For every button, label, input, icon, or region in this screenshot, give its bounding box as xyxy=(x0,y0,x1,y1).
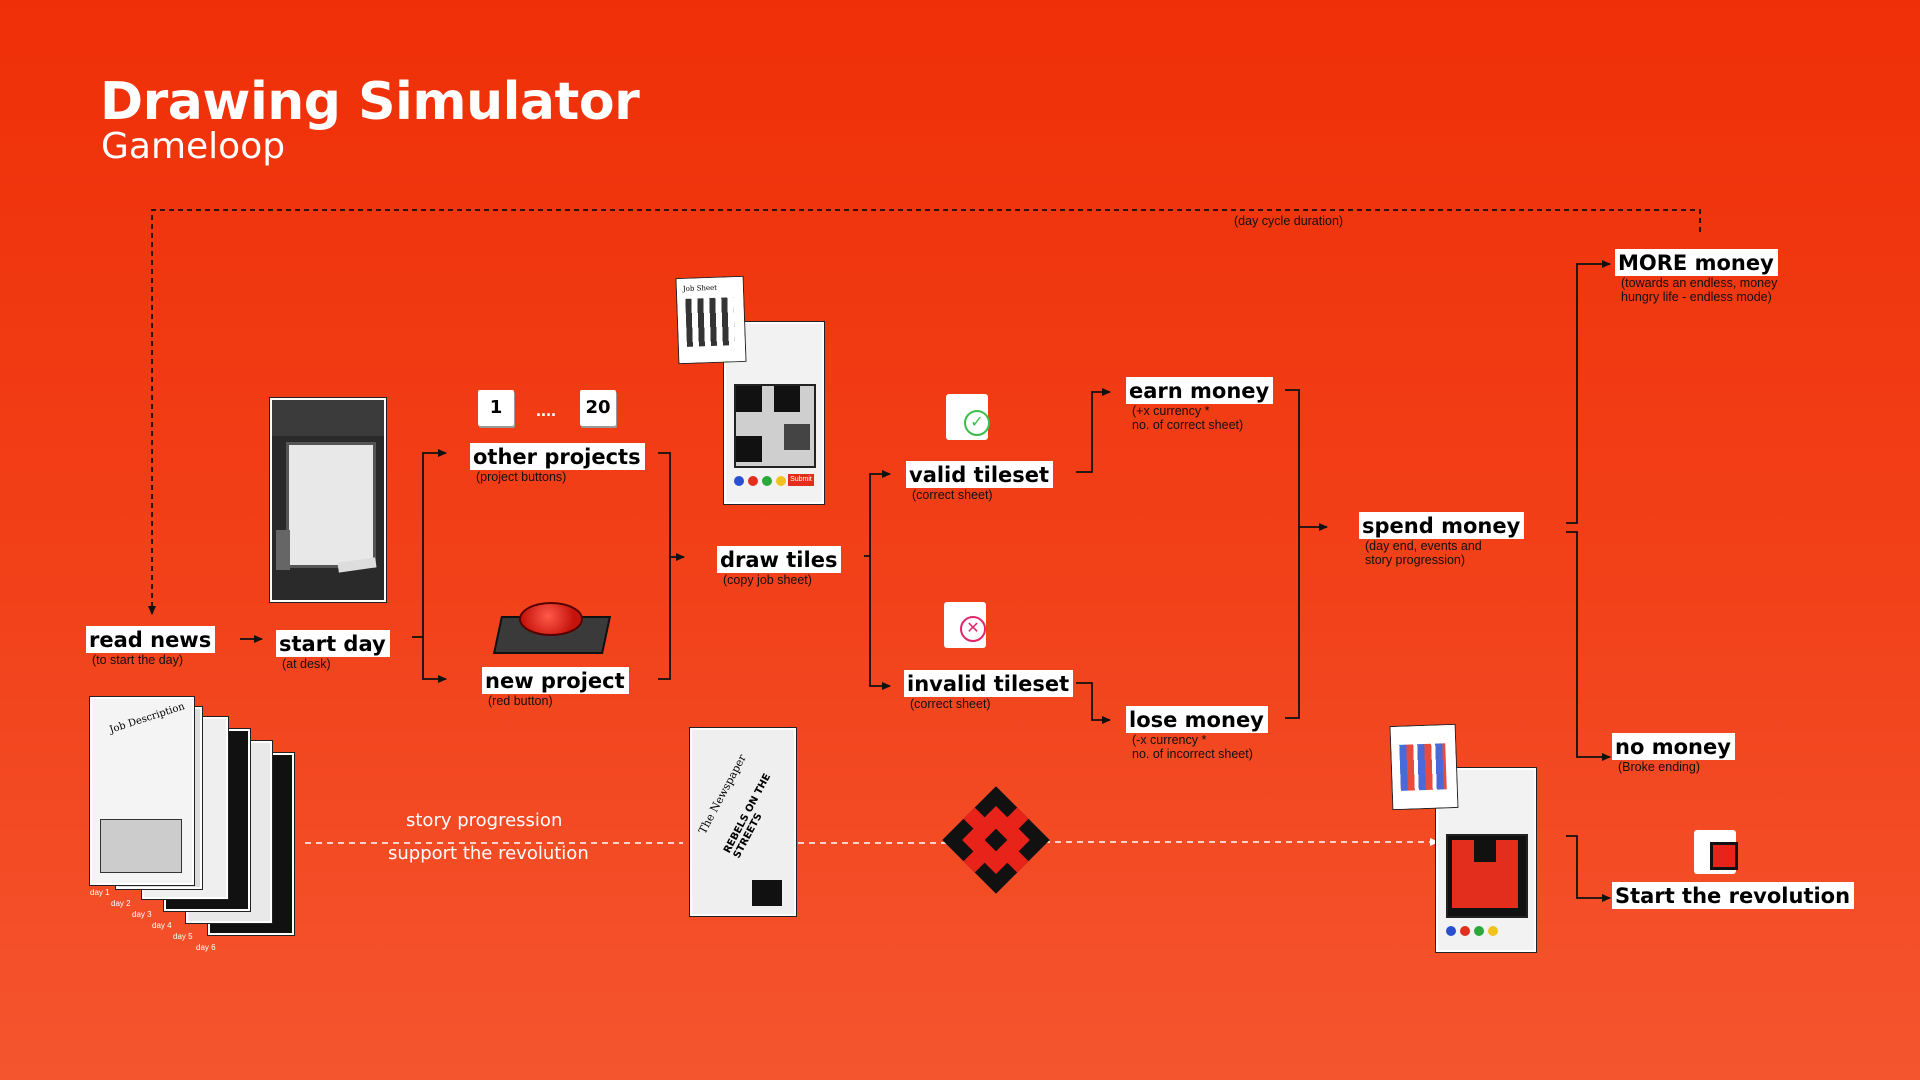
read-news-sub: (to start the day) xyxy=(92,653,184,667)
day-label-2: day 2 xyxy=(111,899,131,908)
more-money-sub: (towards an endless, money hungry life -… xyxy=(1621,276,1778,304)
day-cycle-label: (day cycle duration) xyxy=(1234,214,1344,228)
support-revolution-label: support the revolution xyxy=(388,843,589,864)
other-projects-sub: (project buttons) xyxy=(476,470,567,484)
node-more-money: MORE money (towards an endless, money hu… xyxy=(1615,249,1778,304)
node-draw-tiles: draw tiles (copy job sheet) xyxy=(717,546,842,587)
job-description-title: Job Description xyxy=(108,701,187,736)
invalid-cross-icon: ✕ xyxy=(944,602,986,648)
other-projects-label: other projects xyxy=(470,443,645,470)
earn-money-sub: (+x currency * no. of correct sheet) xyxy=(1132,404,1244,432)
job-sheet-title: Job Sheet xyxy=(682,283,718,293)
more-money-label: MORE money xyxy=(1615,249,1778,276)
revolution-note-icon xyxy=(1694,830,1738,874)
job-sheet-image: Job Sheet xyxy=(676,276,746,364)
red-button-image xyxy=(492,598,612,654)
draw-tiles-label: draw tiles xyxy=(717,546,842,573)
node-read-news: read news (to start the day) xyxy=(86,626,216,667)
node-lose-money: lose money (-x currency * no. of incorre… xyxy=(1126,706,1268,761)
story-progression-label: story progression xyxy=(406,810,563,831)
earn-money-label: earn money xyxy=(1126,377,1274,404)
node-earn-money: earn money (+x currency * no. of correct… xyxy=(1126,377,1274,432)
start-revolution-label: Start the revolution xyxy=(1612,882,1855,909)
page-subtitle: Gameloop xyxy=(101,126,286,167)
project-dots: .... xyxy=(536,400,557,420)
job-description-paper: Job Description xyxy=(90,697,194,885)
no-money-sub: (Broke ending) xyxy=(1618,760,1700,774)
valid-tileset-sub: (correct sheet) xyxy=(912,488,993,502)
spend-money-label: spend money xyxy=(1359,512,1525,539)
invalid-tileset-sub: (correct sheet) xyxy=(910,697,991,711)
desk-room-image xyxy=(270,398,386,602)
spend-money-sub: (day end, events and story progression) xyxy=(1365,539,1482,567)
valid-check-icon: ✓ xyxy=(946,394,990,440)
no-money-label: no money xyxy=(1612,733,1735,760)
project-note-last: 20 xyxy=(580,390,616,426)
lose-money-label: lose money xyxy=(1126,706,1268,733)
read-news-label: read news xyxy=(86,626,216,653)
node-start-day: start day (at desk) xyxy=(276,630,390,671)
node-other-projects: other projects (project buttons) xyxy=(470,443,645,484)
day-cycle-loop xyxy=(148,209,1701,615)
new-project-label: new project xyxy=(482,667,629,694)
node-start-revolution: Start the revolution xyxy=(1612,882,1855,909)
submit-button-image: Submit xyxy=(788,474,814,486)
node-spend-money: spend money (day end, events and story p… xyxy=(1359,512,1525,567)
node-no-money: no money (Broke ending) xyxy=(1612,733,1735,774)
node-new-project: new project (red button) xyxy=(482,667,629,708)
daily-newspapers-stack: Job Description xyxy=(90,697,306,947)
day-label-3: day 3 xyxy=(132,910,152,919)
node-invalid-tileset: invalid tileset (correct sheet) xyxy=(904,670,1074,711)
revolution-job-sheet-image xyxy=(1390,724,1458,810)
day-label-5: day 5 xyxy=(173,932,193,941)
project-note-first: 1 xyxy=(478,390,514,426)
start-day-label: start day xyxy=(276,630,390,657)
lose-money-sub: (-x currency * no. of incorrect sheet) xyxy=(1132,733,1253,761)
revolution-newspaper-image: The Newspaper REBELS ON THE STREETS xyxy=(690,728,796,916)
day-label-4: day 4 xyxy=(152,921,172,930)
day-label-6: day 6 xyxy=(196,943,216,952)
invalid-tileset-label: invalid tileset xyxy=(904,670,1074,697)
day-label-1: day 1 xyxy=(90,888,110,897)
valid-tileset-label: valid tileset xyxy=(906,461,1054,488)
node-valid-tileset: valid tileset (correct sheet) xyxy=(906,461,1054,502)
page-title: Drawing Simulator xyxy=(100,72,640,132)
start-day-sub: (at desk) xyxy=(282,657,331,671)
draw-tiles-sub: (copy job sheet) xyxy=(723,573,812,587)
new-project-sub: (red button) xyxy=(488,694,553,708)
